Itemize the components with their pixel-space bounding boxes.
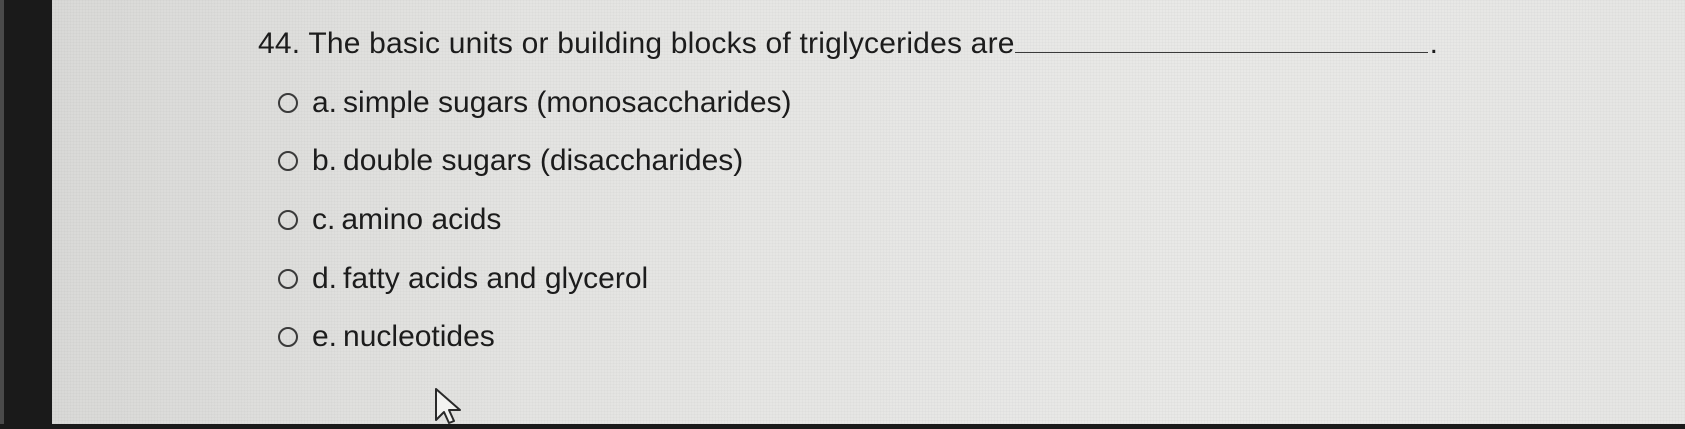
option-c[interactable]: c. amino acids	[278, 203, 501, 237]
question-period: .	[1429, 27, 1439, 60]
radio-button-icon[interactable]	[278, 269, 298, 289]
option-letter: e.	[312, 320, 338, 353]
quiz-page: 44. The basic units or building blocks o…	[52, 0, 1685, 424]
option-label: simple sugars (monosaccharides)	[343, 86, 792, 119]
option-label: double sugars (disaccharides)	[343, 144, 744, 177]
option-letter: a.	[312, 86, 338, 119]
screen-bezel	[0, 0, 4, 424]
question-text: The basic units or building blocks of tr…	[308, 27, 1015, 60]
option-label: amino acids	[341, 203, 502, 236]
radio-button-icon[interactable]	[278, 151, 298, 171]
option-a[interactable]: a. simple sugars (monosaccharides)	[278, 86, 792, 120]
answer-blank	[1014, 26, 1428, 53]
option-d[interactable]: d. fatty acids and glycerol	[278, 262, 648, 296]
option-letter: c.	[312, 203, 336, 236]
radio-button-icon[interactable]	[278, 327, 298, 347]
option-b[interactable]: b. double sugars (disaccharides)	[278, 144, 743, 178]
option-letter: b.	[312, 144, 338, 177]
question-number: 44.	[258, 27, 301, 60]
option-letter: d.	[312, 262, 338, 295]
option-label: fatty acids and glycerol	[343, 262, 649, 295]
mouse-pointer-icon	[434, 388, 468, 429]
question-prompt: 44. The basic units or building blocks o…	[258, 26, 1438, 61]
option-label: nucleotides	[343, 320, 495, 353]
radio-button-icon[interactable]	[278, 93, 298, 113]
radio-button-icon[interactable]	[278, 210, 298, 230]
option-e[interactable]: e. nucleotides	[278, 320, 495, 354]
